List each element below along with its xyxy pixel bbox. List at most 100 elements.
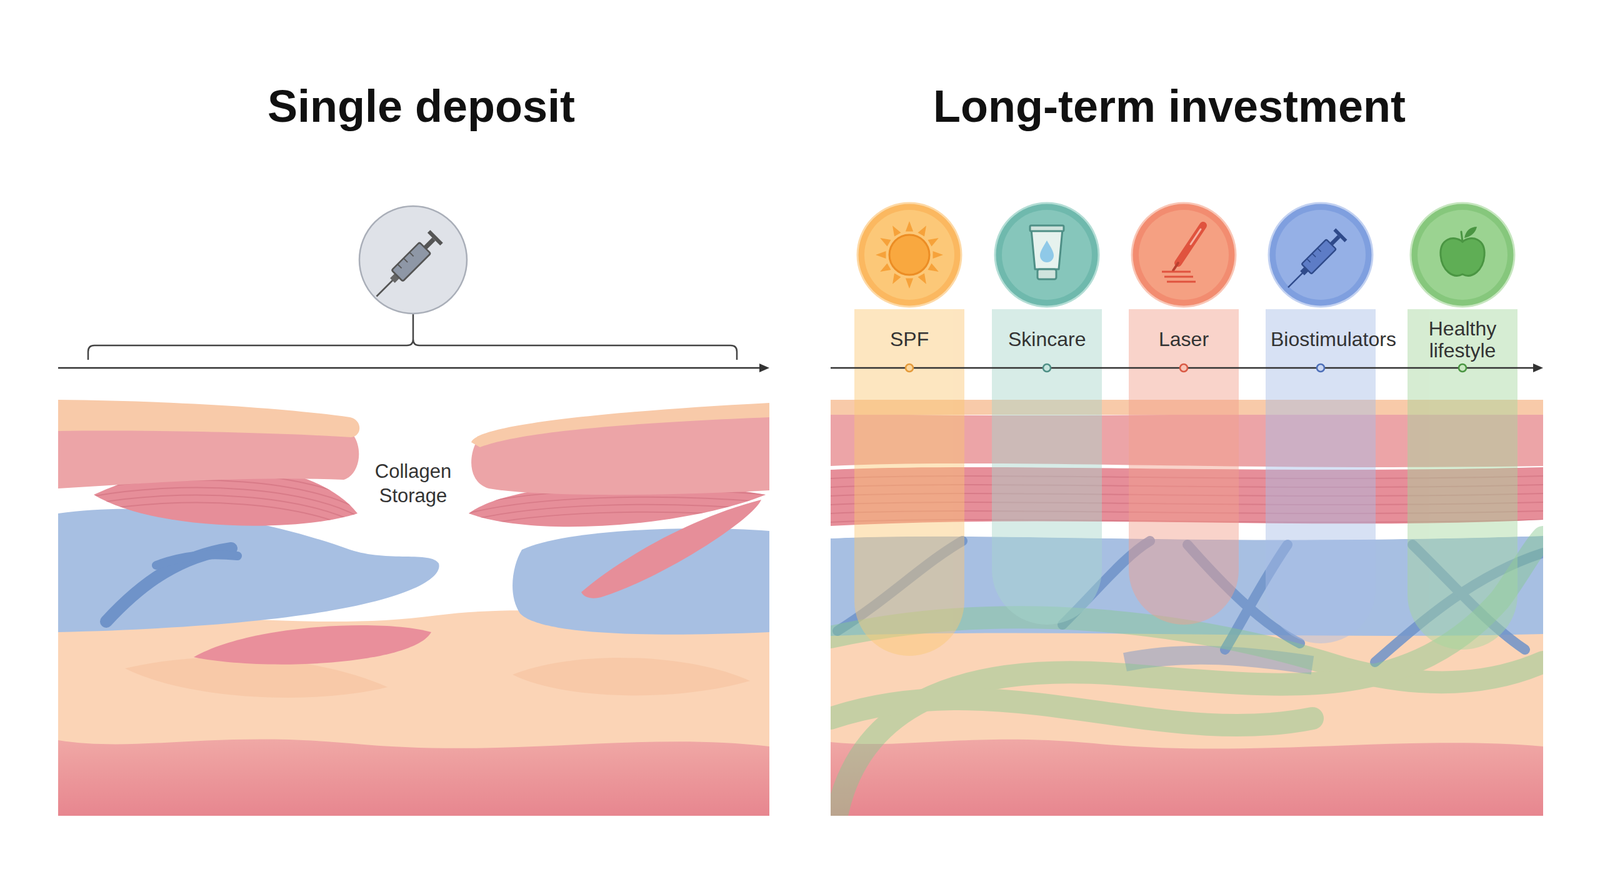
panel-heading: Long-term investment <box>933 81 1406 132</box>
icon-circle-graphic <box>1409 201 1516 309</box>
skin-layers-left <box>87 495 363 527</box>
icon-circle-graphic <box>905 221 914 232</box>
timeline-dot <box>905 364 914 372</box>
icon-circle-graphic <box>892 225 902 237</box>
icon-circle-graphic <box>1311 253 1316 258</box>
icon-circle-graphic <box>892 273 902 285</box>
step-label: SPF <box>890 328 929 351</box>
icon-circle-graphic <box>1333 228 1347 243</box>
skin-layers-left <box>58 509 440 633</box>
icon-circle-graphic <box>1464 226 1477 239</box>
icon-circle-graphic <box>1130 201 1237 309</box>
skin-layers-left <box>58 398 770 817</box>
skin-layers-left <box>58 398 770 817</box>
icon-circle-graphic <box>1317 248 1322 252</box>
skin-layers-right <box>830 699 1313 726</box>
icon-circle-graphic <box>1040 240 1054 263</box>
syringe-icon-circle <box>397 264 402 269</box>
icon-circle-graphic <box>1410 203 1515 307</box>
skin-layers-left <box>58 400 360 438</box>
icon-circle-graphic <box>1440 238 1485 277</box>
icon-circle-graphic <box>1178 225 1204 264</box>
icon-circle: Laser <box>1130 201 1237 309</box>
icon-circle-graphic <box>1161 271 1191 274</box>
step-label: Biostimulators <box>1270 328 1371 351</box>
syringe-icon-circle <box>403 258 408 262</box>
bracket <box>88 314 737 360</box>
icon-circle-graphic <box>856 201 963 309</box>
icon-circle-graphic <box>928 263 939 273</box>
icon-circle: Healthy lifestyle <box>1409 201 1516 309</box>
syringe-icon-circle <box>376 280 394 297</box>
timeline-arrow <box>58 367 763 370</box>
icon-circle-graphic <box>1001 210 1092 300</box>
skin-layers-left <box>471 403 770 448</box>
timeline-dot <box>1043 364 1051 372</box>
treatment-band <box>1407 309 1518 650</box>
syringe-icon-circle <box>359 206 467 314</box>
syringe-icon-circle <box>370 230 443 303</box>
syringe-icon-circle <box>409 252 414 257</box>
icon-circle-graphic <box>1267 201 1374 309</box>
icon-circle-graphic <box>993 201 1100 309</box>
timeline-arrow <box>759 363 770 373</box>
icon-circle-graphic <box>875 251 887 259</box>
icon-circle-graphic <box>1131 203 1236 307</box>
icon-circle-graphic <box>857 203 962 307</box>
step-label: Skincare <box>1008 328 1087 351</box>
timeline-arrow <box>1533 363 1544 373</box>
icon-circle-graphic <box>1037 269 1057 280</box>
icon-circle-graphic <box>1301 239 1336 274</box>
skin-layers-left <box>58 426 359 489</box>
treatment-band <box>854 309 965 657</box>
skin-layers-left <box>87 503 363 535</box>
icon-circle-graphic <box>880 238 891 247</box>
step-label: Healthy lifestyle <box>1412 318 1513 362</box>
icon-circle-graphic <box>889 235 930 275</box>
treatment-band <box>1128 309 1239 625</box>
icon-circle-graphic <box>1030 225 1064 232</box>
layer-label: Collagen Storage <box>366 460 460 509</box>
syringe-icon-circle <box>359 206 467 314</box>
syringe-icon-circle <box>423 237 436 250</box>
icon-circle-graphic <box>1031 229 1063 270</box>
timeline-dot <box>1458 364 1467 372</box>
icon-circle-graphic <box>995 203 1099 307</box>
skin-layers-left <box>512 658 750 697</box>
timeline-dot <box>1180 364 1188 372</box>
icon-circle-graphic <box>1166 281 1196 284</box>
icon-circle-graphic <box>864 210 955 300</box>
skin-layers-left <box>156 555 238 566</box>
icon-circle-graphic <box>1190 229 1201 245</box>
icon-circle-graphic <box>1288 272 1304 288</box>
syringe-icon-circle <box>391 242 431 282</box>
icon-circle-graphic <box>880 263 891 273</box>
skin-layers-left <box>193 625 432 665</box>
panel-heading: Single deposit <box>267 81 575 132</box>
icon-circle: Skincare <box>993 201 1100 309</box>
icon-circle-graphic <box>1275 210 1366 300</box>
icon-circle-graphic <box>1138 210 1229 300</box>
icon-circle-graphic <box>933 251 944 259</box>
icon-circle-graphic <box>1461 231 1463 242</box>
icon-circle-graphic <box>928 238 939 247</box>
skin-layers-left <box>581 500 762 599</box>
icon-circle-graphic <box>905 278 914 290</box>
timeline-dot <box>1316 364 1325 372</box>
timeline-arrow <box>58 363 1544 373</box>
icon-circle: Biostimulators <box>1267 201 1374 309</box>
icon-circle-graphic <box>1164 276 1194 279</box>
treatment-band <box>1265 309 1376 644</box>
icon-circle-graphic <box>1173 263 1179 271</box>
icon-circle: SPF <box>856 201 963 309</box>
syringe-icon-circle <box>427 230 444 246</box>
icon-circle-graphic <box>1417 210 1508 300</box>
treatment-band <box>854 309 1518 657</box>
icon-circle-graphic <box>918 273 927 285</box>
timeline-dot <box>905 364 1467 372</box>
icon-circle-graphic <box>1306 258 1311 263</box>
icon-circle-graphic <box>1330 235 1341 246</box>
icon-circle-graphic <box>918 225 927 237</box>
treatment-band <box>991 309 1102 625</box>
